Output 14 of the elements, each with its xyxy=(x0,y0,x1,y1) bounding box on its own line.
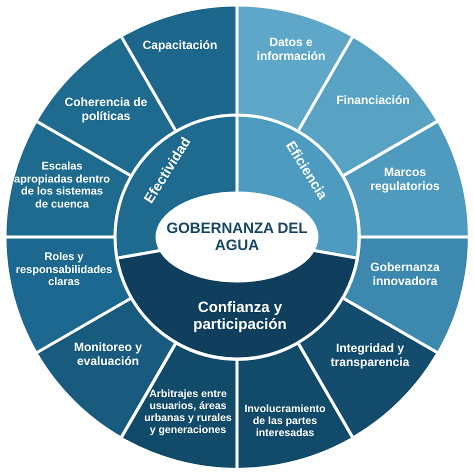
segment-label: Integridad y transparencia xyxy=(330,342,410,370)
segment-label: Monitoreo y evaluación xyxy=(72,341,143,369)
segment-label: Escalas apropiadas dentro de los sistemas de cuenca xyxy=(14,160,110,212)
segment-label: Confianza y participación xyxy=(192,298,288,334)
segment-label: Capacitación xyxy=(142,39,218,53)
segment-label: Gobernanza innovadora xyxy=(369,261,441,289)
segment-label: Arbitrajes entre usuarios, áreas urbanas y rurales y generaciones xyxy=(143,388,233,436)
segment-label: GOBERNANZA DEL AGUA xyxy=(165,220,309,254)
segment-label: Roles y responsabilidades claras xyxy=(14,251,114,289)
segment-label: Marcos regulatorios xyxy=(369,166,441,194)
segment-label: Financiación xyxy=(335,94,411,108)
segment-label: Involucramiento de las partes interesadas xyxy=(243,402,327,440)
segment-label: Coherencia de políticas xyxy=(64,96,148,124)
segment-label: Datos e información xyxy=(256,36,326,64)
